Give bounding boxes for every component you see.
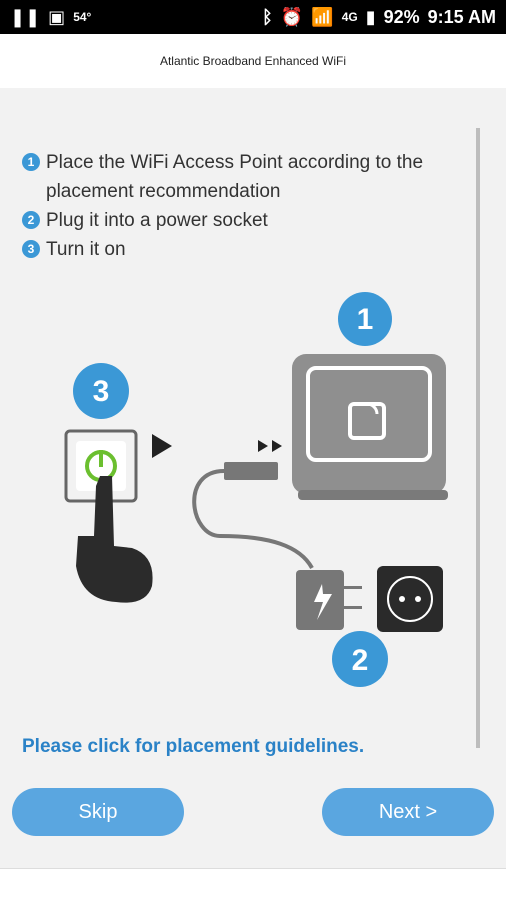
socket-hole — [415, 596, 421, 602]
step-item-2: 2 Plug it into a power socket — [22, 206, 472, 235]
status-left: ❚❚ ▣ 54° — [10, 7, 91, 28]
step-1-badge — [338, 292, 392, 346]
step-3-number: 3 — [93, 375, 110, 408]
temperature: 54° — [73, 10, 92, 24]
step-item-3: 3 Turn it on — [22, 235, 472, 264]
adapter-prong — [344, 606, 362, 609]
step-number-badge: 1 — [22, 153, 40, 171]
step-1-number: 1 — [357, 303, 374, 336]
alarm-icon: ⏰ — [280, 6, 304, 27]
signal-icon: ▮ — [365, 6, 376, 27]
step-2-number: 2 — [352, 644, 369, 677]
step-text: Plug it into a power socket — [46, 210, 268, 231]
setup-illustration: 3 1 — [40, 286, 460, 706]
scrollbar[interactable] — [476, 128, 480, 748]
cable-connector — [224, 462, 278, 480]
clock: 9:15 AM — [427, 6, 496, 27]
main-content[interactable]: 1 Place the WiFi Access Point according … — [0, 88, 506, 868]
instruction-list: 1 Place the WiFi Access Point according … — [22, 148, 472, 264]
device-screen — [306, 366, 432, 462]
battery-level: 92% — [383, 6, 420, 27]
app-header: Atlantic Broadband Enhanced WiFi — [0, 34, 506, 89]
small-arrow-icon — [272, 440, 282, 452]
power-cable — [192, 469, 314, 570]
wifi-symbol — [366, 402, 379, 415]
small-arrow-icon — [258, 440, 268, 452]
setup-diagram: 3 1 — [64, 292, 448, 687]
step-text: Turn it on — [46, 239, 126, 260]
next-button[interactable]: Next > — [322, 788, 494, 836]
placement-guidelines-link[interactable]: Please click for placement guidelines. — [22, 736, 365, 757]
step-2-badge — [332, 631, 388, 687]
socket-ring — [387, 576, 433, 622]
status-right: ᛒ ⏰ 📶 4G ▮ 92% 9:15 AM — [262, 7, 496, 28]
step-3-badge — [73, 363, 129, 419]
socket-hole — [399, 596, 405, 602]
pause-icon: ❚❚ — [10, 6, 41, 27]
step-item-1: 1 Place the WiFi Access Point according … — [22, 148, 472, 206]
step-number-badge: 2 — [22, 211, 40, 229]
bluetooth-icon: ᛒ — [262, 6, 273, 27]
step-text: Place the WiFi Access Point according to… — [46, 152, 424, 202]
access-point-device — [292, 354, 446, 494]
status-bar: ❚❚ ▣ 54° ᛒ ⏰ 📶 4G ▮ 92% 9:15 AM — [0, 0, 506, 34]
image-icon: ▣ — [48, 6, 66, 27]
adapter-prong — [344, 586, 362, 589]
device-base — [298, 490, 448, 500]
lightning-icon — [314, 584, 332, 620]
skip-button[interactable]: Skip — [12, 788, 184, 836]
navigation-bar — [0, 868, 506, 901]
power-socket — [377, 566, 443, 632]
arrow-right-icon — [152, 434, 172, 458]
wifi-icon: 📶 — [311, 6, 334, 27]
hand-icon — [76, 476, 153, 603]
page-title: Atlantic Broadband Enhanced WiFi — [159, 54, 347, 68]
step-number-badge: 3 — [22, 240, 40, 258]
network-type: 4G — [341, 10, 358, 24]
